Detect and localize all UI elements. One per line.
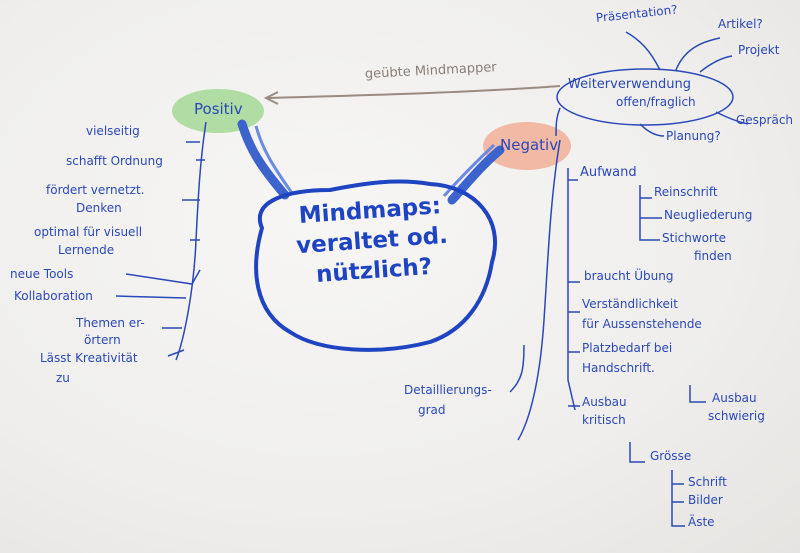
negativ-item-bilder: Bilder (688, 493, 723, 507)
negativ-item-schwierig: schwierig (708, 409, 765, 423)
arrow-weiterverwendung-positiv (267, 85, 561, 99)
negativ-item-stichworte: Stichworte (662, 231, 727, 245)
negativ-bubble (483, 122, 571, 170)
negativ-item-aussenstehende: für Aussenstehende (582, 317, 702, 331)
positiv-item-eroertern: örtern (84, 333, 121, 347)
positiv-item-zu: zu (56, 371, 70, 385)
positiv-item-vernetzt: fördert vernetzt. (46, 183, 145, 197)
center-line-3: nützlich? (315, 253, 433, 288)
negativ-item-ausbau-2: Ausbau (712, 391, 757, 405)
wv-artikel: Artikel? (718, 17, 763, 31)
center-blob (254, 179, 498, 352)
negativ-item-grad: grad (418, 403, 446, 417)
positiv-item-ordnung: schafft Ordnung (66, 154, 163, 168)
negativ-item-uebung: braucht Übung (584, 269, 674, 283)
positiv-label: Positiv (194, 100, 243, 118)
weiterverwendung-offen: offen/fraglich (616, 95, 696, 109)
branch-center-negativ (447, 145, 505, 205)
negativ-spine (517, 139, 561, 441)
negativ-item-schrift: Schrift (688, 475, 727, 489)
negativ-item-aufwand: Aufwand (580, 165, 637, 180)
positiv-item-vielseitig: vielseitig (86, 124, 140, 138)
positiv-item-lernende: Lernende (58, 243, 115, 257)
negativ-item-finden: finden (694, 249, 732, 263)
negativ-item-kritisch: kritisch (582, 413, 626, 427)
positiv-item-visuell: optimal für visuell (34, 225, 143, 239)
central-topic: Mindmaps: veraltet od. nützlich? (259, 188, 485, 293)
wv-projekt: Projekt (738, 43, 780, 57)
negativ-item-reinschrift: Reinschrift (654, 185, 718, 199)
weiterverwendung-label: Weiterverwendung (568, 77, 692, 92)
branch-center-positiv (237, 119, 290, 200)
positiv-item-kollaboration: Kollaboration (14, 289, 93, 303)
negativ-item-detaillierungs: Detaillierungs- (404, 383, 492, 397)
negativ-item-ausbau: Ausbau (582, 395, 627, 409)
positiv-spine (175, 121, 207, 361)
positiv-item-themen: Themen er- (76, 316, 145, 330)
wv-gespraech: Gespräch (736, 113, 794, 127)
positiv-item-kreativitaet: Lässt Kreativität (40, 351, 138, 365)
negativ-item-groesse: Grösse (650, 449, 692, 463)
positiv-item-denken: Denken (76, 201, 122, 215)
wv-planung: Planung? (666, 129, 721, 143)
weiterverwendung-ellipse (556, 68, 734, 126)
negativ-item-verstaendlich: Verständlichkeit (582, 297, 678, 311)
negativ-item-handschrift: Handschrift. (582, 361, 655, 375)
negativ-label: Negativ (500, 136, 559, 154)
negativ-item-aeste: Äste (688, 515, 715, 529)
positiv-item-tools: neue Tools (10, 267, 74, 281)
negativ-item-platzbedarf: Platzbedarf bei (582, 341, 673, 355)
negativ-item-neugliederung: Neugliederung (664, 208, 753, 222)
